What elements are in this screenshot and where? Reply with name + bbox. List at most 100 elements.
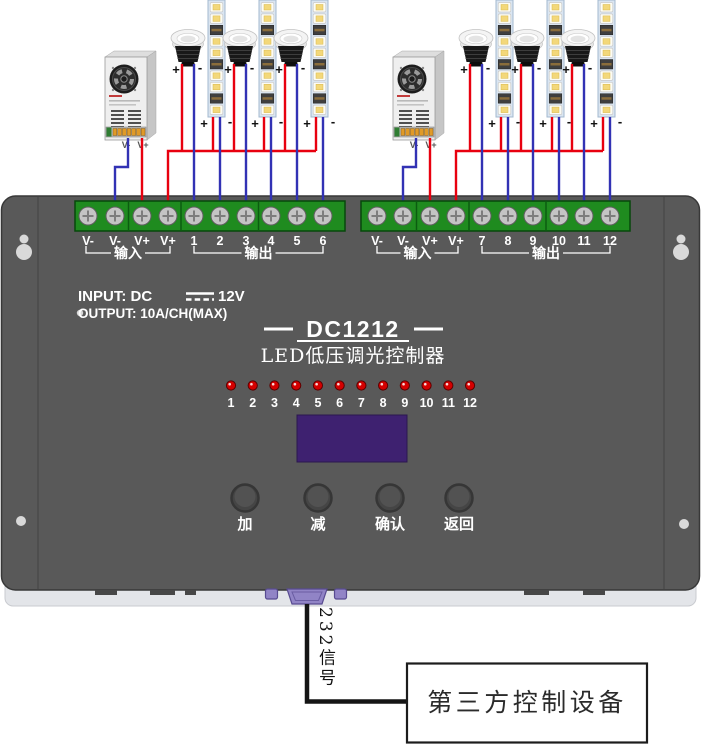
- minus-label: -: [567, 114, 571, 129]
- channel-led: [399, 380, 410, 391]
- bottom-tab: [95, 590, 117, 595]
- right-keyhole-slot: [676, 234, 686, 244]
- terminal-label: 5: [294, 234, 301, 248]
- channel-led: [334, 380, 345, 391]
- terminal-label: 12: [603, 234, 617, 248]
- channel-led: [247, 380, 258, 391]
- rs232-connector-inner: [291, 591, 323, 601]
- minus-label: -: [588, 60, 592, 75]
- terminal-label: V+: [160, 234, 176, 248]
- plus-label: +: [303, 116, 311, 131]
- channel-led: [291, 380, 302, 391]
- external-device-box: [405, 662, 649, 744]
- plus-label: +: [539, 116, 547, 131]
- led-strip: +-: [251, 0, 283, 131]
- panel-printing: INPUT: DC 12V OUTPUT: 10A/CH(MAX) DC1212…: [78, 288, 446, 463]
- channel-number: 6: [336, 396, 343, 410]
- channel-led: [312, 380, 324, 391]
- psu-negative-wire: [113, 138, 130, 204]
- left-keyhole: [16, 244, 32, 260]
- connector-screw-post: [333, 588, 348, 600]
- group-bracket: [434, 246, 459, 254]
- channel-number: 8: [380, 396, 387, 410]
- terminal-label: V+: [448, 234, 464, 248]
- terminal-label: V-: [82, 234, 94, 248]
- model-name: DC1212: [306, 316, 399, 342]
- minus-label: -: [228, 114, 232, 129]
- led-strip: +-: [539, 0, 571, 131]
- bottom-tab: [150, 590, 175, 595]
- terminal-label: 10: [552, 234, 566, 248]
- channel-led: [356, 380, 367, 391]
- terminal-label: V-: [109, 234, 121, 248]
- channel-led: [225, 380, 237, 391]
- right-keyhole: [673, 244, 689, 260]
- terminal-group-label: 输入: [404, 245, 432, 262]
- power-supplies: V-V+ V-V+: [104, 50, 445, 150]
- wires: [113, 64, 612, 204]
- terminal-label: 11: [577, 234, 590, 248]
- bottom-tab: [583, 590, 605, 595]
- led-strip: +-: [488, 0, 520, 131]
- lcd-display: [296, 414, 408, 463]
- minus-label: -: [537, 60, 541, 75]
- terminal-label: 6: [320, 234, 327, 248]
- power-supply: V-V+: [392, 50, 445, 150]
- psu-neg-label: V-: [122, 140, 131, 150]
- button-label: 返回: [444, 515, 474, 533]
- button-label: 加: [236, 515, 252, 533]
- signal-cable: [304, 604, 407, 704]
- led-strips: +-+-+-+-+-+-: [200, 0, 622, 131]
- product-subtitle: LED低压调光控制器: [261, 345, 446, 367]
- channel-led: [443, 380, 454, 391]
- positive-bus-wire: [454, 149, 603, 204]
- rs232-connector: [286, 588, 328, 605]
- plus-label: +: [488, 116, 496, 131]
- led-strip: +-: [590, 0, 622, 131]
- channel-number: 1: [228, 396, 235, 410]
- group-bracket: [145, 246, 171, 254]
- controller: [0, 195, 701, 607]
- downlight: +-: [222, 29, 258, 77]
- minus-label: -: [516, 114, 520, 129]
- button-label: 减: [310, 515, 325, 533]
- power-supply: V-V+: [104, 50, 157, 150]
- channel-led: [464, 380, 476, 391]
- plus-label: +: [224, 62, 232, 77]
- terminal-label: 9: [530, 234, 537, 248]
- positive-bus-wire: [166, 149, 316, 204]
- downlight: +-: [560, 29, 596, 77]
- led-strip: +-: [303, 0, 335, 131]
- terminal-label: 2: [217, 234, 224, 248]
- downlight: +-: [273, 29, 309, 77]
- channel-led: [269, 380, 280, 391]
- terminal-label: V+: [422, 234, 438, 248]
- group-bracket: [563, 246, 611, 254]
- external-device-label: 第三方控制设备: [427, 688, 627, 717]
- terminal-label: 8: [505, 234, 512, 248]
- plus-label: +: [275, 62, 283, 77]
- downlights: +-+-+-+-+-+-: [170, 29, 596, 77]
- panel-screw: [76, 309, 84, 317]
- channel-number: 3: [271, 396, 278, 410]
- signal-label: 232信号: [315, 607, 335, 689]
- bottom-io: 第三方控制设备: [264, 588, 649, 744]
- group-bracket: [481, 246, 529, 254]
- plus-label: +: [590, 116, 598, 131]
- terminal-label: V+: [134, 234, 150, 248]
- terminal-label: 1: [191, 234, 198, 248]
- left-keyhole-slot: [19, 234, 29, 244]
- right-mount-hole: [679, 519, 689, 529]
- minus-label: -: [331, 114, 335, 129]
- terminal-label: 7: [479, 234, 486, 248]
- channel-number: 4: [293, 396, 300, 410]
- plus-label: +: [511, 62, 519, 77]
- channel-number: 12: [463, 396, 477, 410]
- terminal-label: V-: [397, 234, 409, 248]
- channel-number: 10: [420, 396, 434, 410]
- channel-number: 11: [442, 396, 455, 410]
- bottom-tab: [524, 590, 549, 595]
